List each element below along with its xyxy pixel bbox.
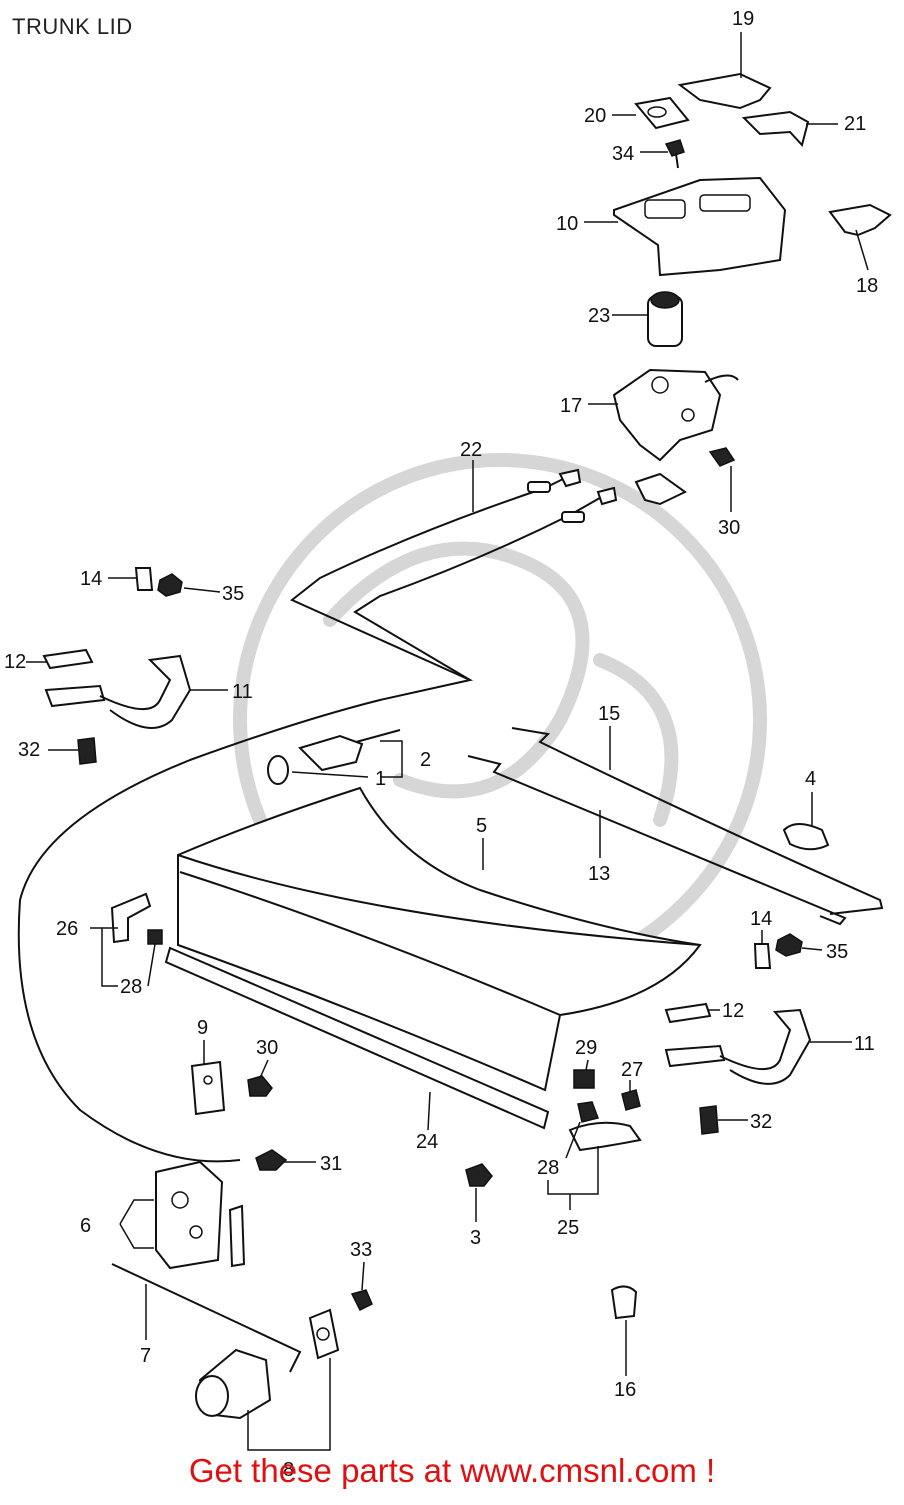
part-21-bracket (741, 110, 810, 148)
callout-4: 4 (805, 768, 816, 790)
callout-19: 19 (732, 8, 754, 30)
part-7-rod (111, 1263, 302, 1373)
callout-23: 23 (588, 305, 610, 327)
part-12-shim-right (664, 1002, 712, 1024)
striker (634, 472, 687, 506)
part-29-clip (573, 1069, 595, 1089)
torsion-bars (467, 727, 884, 926)
part-11-hinge-left (44, 654, 192, 729)
callout-20: 20 (584, 105, 606, 127)
callout-13: 13 (588, 863, 610, 885)
part-6-latch-assembly (155, 1160, 246, 1270)
callout-33: 33 (350, 1239, 372, 1261)
part-16-bulb (610, 1285, 638, 1320)
callout-24: 24 (416, 1131, 438, 1153)
callout-18: 18 (856, 275, 878, 297)
callout-32-left: 32 (18, 739, 40, 761)
callout-11-left: 11 (232, 681, 253, 703)
part-19-cover (677, 72, 772, 110)
part-30-bolt-lower (247, 1075, 273, 1097)
callout-2: 2 (420, 749, 431, 771)
part-1-grommet (267, 755, 289, 785)
part-3-nut (465, 1163, 493, 1187)
part-32-bolt-left (77, 737, 97, 765)
callout-9: 9 (197, 1017, 208, 1039)
part-26-wire-guide-left (110, 892, 152, 944)
part-4-sleeve (782, 823, 830, 851)
callout-10: 10 (556, 213, 578, 235)
callout-35-left: 35 (222, 583, 244, 605)
part-14-bumper-right (753, 943, 772, 969)
callout-labels: 19 20 21 34 10 18 23 17 22 30 14 35 12 1… (4, 8, 878, 1481)
callout-1: 1 (375, 768, 386, 790)
part-33-screw (350, 1289, 373, 1312)
callout-6: 6 (80, 1215, 91, 1237)
part-25-wire-guide-right (568, 1121, 642, 1152)
callout-26: 26 (56, 918, 78, 940)
part-20-seal (634, 96, 690, 130)
callout-12-left: 12 (4, 651, 26, 673)
part-8-gasket (308, 1308, 340, 1360)
callout-31: 31 (320, 1153, 342, 1175)
callout-12-right: 12 (722, 1000, 744, 1022)
callout-35-right: 35 (826, 941, 848, 963)
part-10-housing (613, 176, 787, 277)
callout-3: 3 (470, 1227, 481, 1249)
part-35-nut-right (775, 933, 803, 957)
callout-11-right: 11 (854, 1033, 875, 1055)
part-23-cylinder (647, 291, 683, 347)
callout-27: 27 (621, 1059, 643, 1081)
callout-29: 29 (575, 1037, 597, 1059)
part-2-lever (298, 729, 401, 772)
part-30-bolt-upper (708, 447, 736, 467)
callout-14-left: 14 (80, 568, 102, 590)
part-27-screw (621, 1089, 641, 1111)
part-28-clip-right (577, 1101, 599, 1123)
part-32-bolt-right (699, 1105, 719, 1135)
callout-30-lower: 30 (256, 1037, 278, 1059)
callout-15: 15 (598, 703, 620, 725)
callout-28-left: 28 (120, 976, 142, 998)
part-18-clip (828, 203, 892, 237)
weatherstrip (164, 946, 550, 1130)
release-cable (17, 468, 618, 1163)
part-11-hinge-right (664, 1008, 812, 1085)
callout-5: 5 (476, 815, 487, 837)
part-31-bolt (255, 1149, 288, 1171)
part-28-clip-left (147, 929, 163, 945)
trunk-lid-panel (177, 786, 702, 1092)
diagram-title: TRUNK LID (12, 14, 133, 39)
callout-30-upper: 30 (718, 517, 740, 539)
part-17-latch (612, 368, 739, 462)
callout-14-right: 14 (750, 908, 772, 930)
part-34-screw (664, 139, 685, 169)
callout-7: 7 (140, 1345, 151, 1367)
callout-28-right: 28 (537, 1157, 559, 1179)
callout-16: 16 (614, 1379, 636, 1401)
leader-lines (26, 32, 869, 1451)
callout-21: 21 (844, 113, 866, 135)
callout-34: 34 (612, 143, 634, 165)
callout-25: 25 (557, 1217, 579, 1239)
callout-17: 17 (560, 395, 582, 417)
callout-32-right: 32 (750, 1111, 772, 1133)
part-9-bracket (190, 1060, 226, 1116)
callout-22: 22 (460, 439, 482, 461)
part-8-lock-cylinder (195, 1348, 272, 1420)
callout-8: 8 (283, 1459, 294, 1481)
part-35-nut-left (157, 573, 183, 597)
footer-link-text[interactable]: Get these parts at www.cmsnl.com ! (188, 1452, 716, 1489)
part-12-shim-left (42, 648, 94, 670)
part-14-bumper-left (134, 567, 154, 591)
